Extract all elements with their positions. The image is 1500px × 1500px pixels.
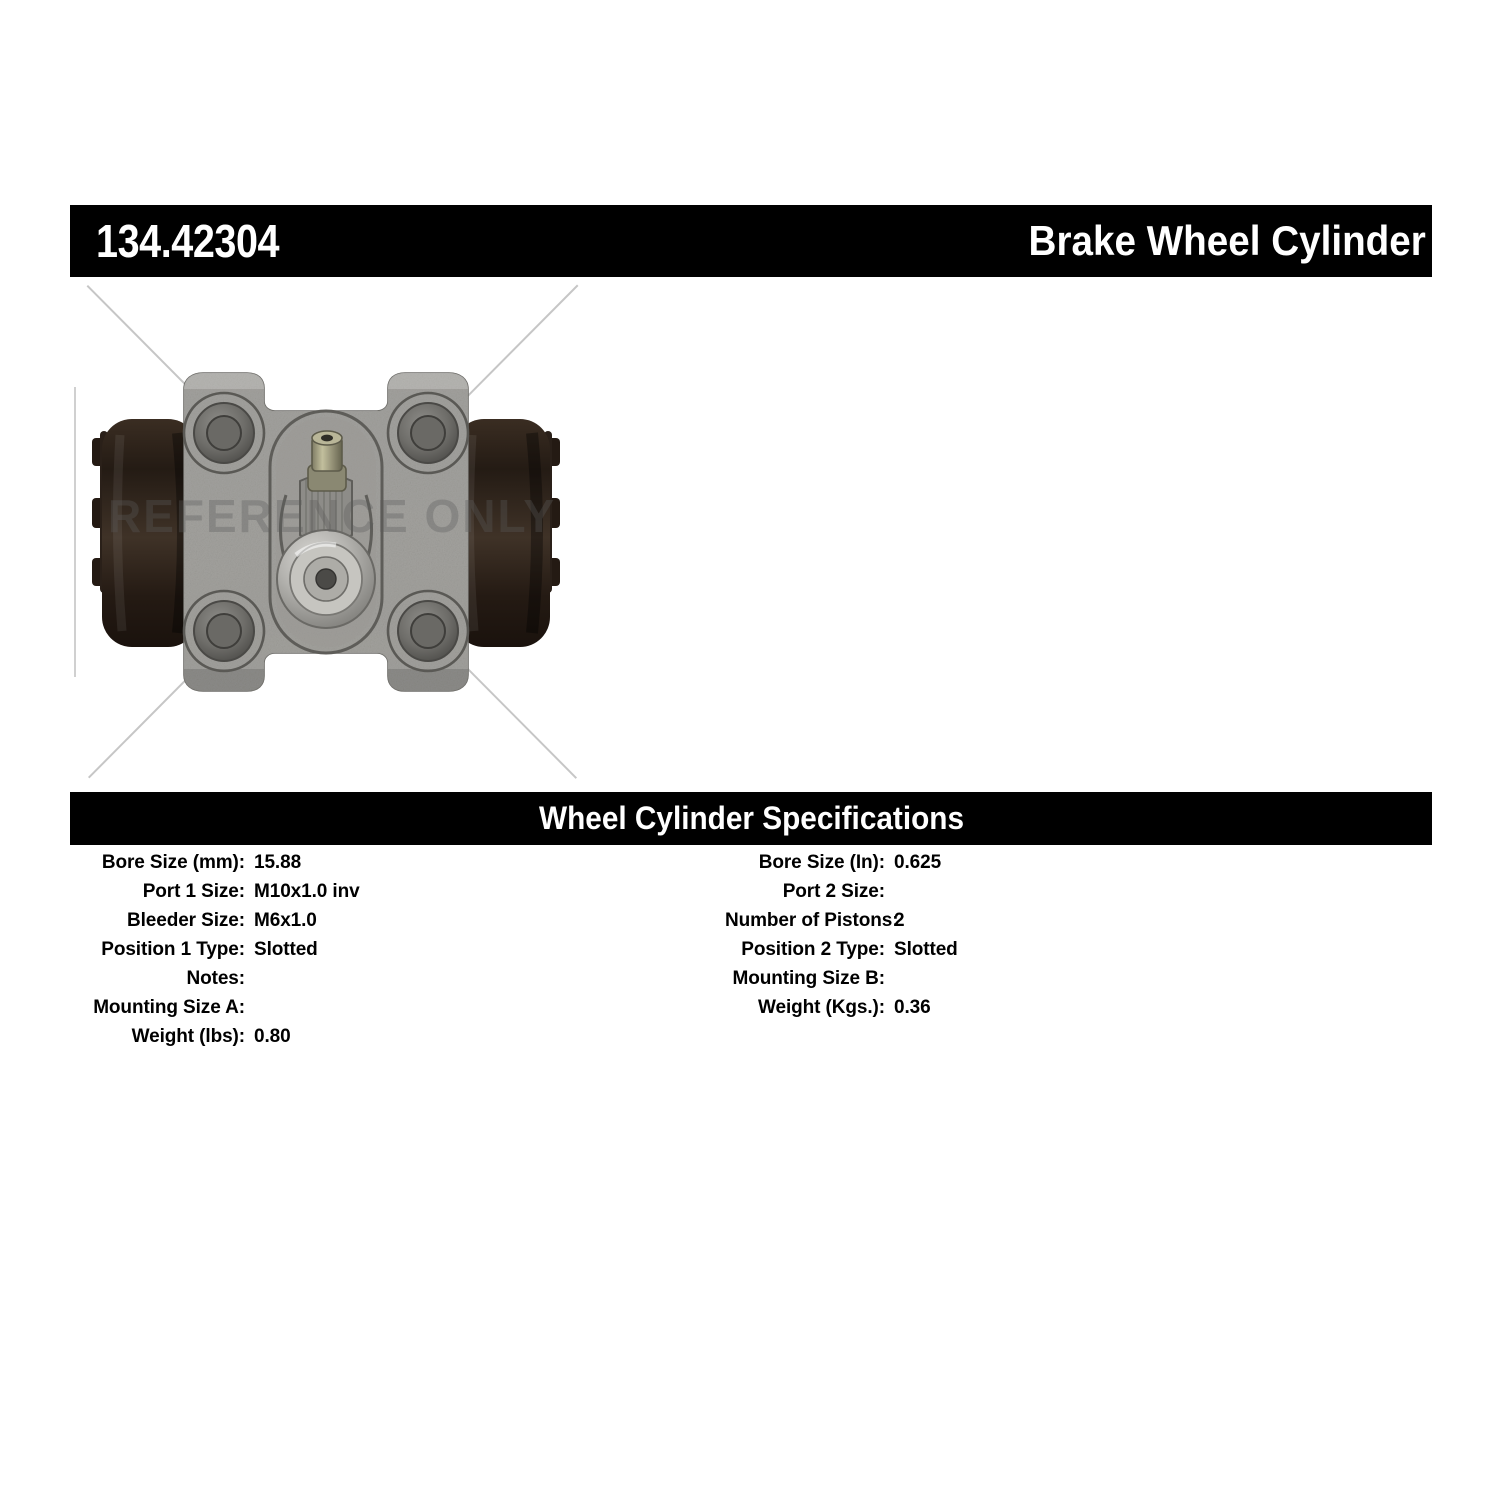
page-title: Brake Wheel Cylinder xyxy=(1028,217,1426,264)
spec-row: Weight (lbs): 0.80 xyxy=(80,1026,360,1055)
header-bar: 134.42304 Brake Wheel Cylinder xyxy=(70,205,1432,277)
inlet-port xyxy=(276,529,376,629)
part-number: 134.42304 xyxy=(96,215,280,267)
spec-label: Notes: xyxy=(186,968,245,989)
spec-value: M10x1.0 inv xyxy=(254,881,360,902)
mounting-bolt-hole-bottom-right xyxy=(386,589,470,673)
spec-value: M6x1.0 xyxy=(254,910,317,931)
spec-value: 0.36 xyxy=(894,997,931,1018)
spec-row: Weight (Kgs.): 0.36 xyxy=(725,997,958,1026)
bleeder-screw xyxy=(307,430,347,492)
spec-label: Weight (Kgs.): xyxy=(757,997,885,1018)
spec-label: Mounting Size B: xyxy=(732,968,886,989)
spec-value: Slotted xyxy=(894,939,958,960)
spec-row: Number of Pistons: 2 xyxy=(725,910,958,939)
spec-label: Bleeder Size: xyxy=(126,910,245,931)
spec-label: Bore Size (In): xyxy=(758,852,885,873)
dust-boot-right xyxy=(454,419,560,647)
specs-left-column: Bore Size (mm): 15.88 Port 1 Size: M10x1… xyxy=(80,852,360,1055)
spec-value: 0.625 xyxy=(894,852,942,873)
spec-label: Port 1 Size: xyxy=(142,881,245,902)
spec-value: 0.80 xyxy=(254,1026,291,1047)
spec-row: Bleeder Size: M6x1.0 xyxy=(80,910,360,939)
mounting-bolt-hole-top-left xyxy=(182,391,266,475)
spec-row: Mounting Size B: xyxy=(725,968,958,997)
spec-label: Position 2 Type: xyxy=(741,939,885,960)
spec-value: 2 xyxy=(894,910,905,931)
spec-label: Port 2 Size: xyxy=(782,881,885,902)
spec-row: Notes: xyxy=(80,968,360,997)
dust-boot-left xyxy=(92,419,198,647)
spec-label: Bore Size (mm): xyxy=(101,852,245,873)
spec-value: Slotted xyxy=(254,939,318,960)
spec-row: Bore Size (mm): 15.88 xyxy=(80,852,360,881)
spec-label: Weight (lbs): xyxy=(131,1026,245,1047)
spec-row: Bore Size (In): 0.625 xyxy=(725,852,958,881)
spec-value: 15.88 xyxy=(254,852,302,873)
specifications-title: Wheel Cylinder Specifications xyxy=(538,800,964,836)
spec-row: Mounting Size A: xyxy=(80,997,360,1026)
brake-wheel-cylinder-illustration xyxy=(92,372,560,692)
mounting-bolt-hole-bottom-left xyxy=(182,589,266,673)
specifications-header-bar: Wheel Cylinder Specifications xyxy=(70,792,1432,845)
spec-label: Position 1 Type: xyxy=(101,939,245,960)
specs-right-column: Bore Size (In): 0.625 Port 2 Size: Numbe… xyxy=(725,852,958,1026)
spec-row: Position 1 Type: Slotted xyxy=(80,939,360,968)
spec-label: Number of Pistons: xyxy=(725,910,899,931)
cylinder-body xyxy=(182,372,470,692)
spec-row: Position 2 Type: Slotted xyxy=(725,939,958,968)
spec-row: Port 1 Size: M10x1.0 inv xyxy=(80,881,360,910)
internal-web xyxy=(278,474,374,570)
spec-row: Port 2 Size: xyxy=(725,881,958,910)
image-frame-left-edge xyxy=(74,387,76,677)
spec-label: Mounting Size A: xyxy=(93,997,245,1018)
product-image-area: REFERENCE ONLY xyxy=(74,283,584,781)
mounting-bolt-hole-top-right xyxy=(386,391,470,475)
